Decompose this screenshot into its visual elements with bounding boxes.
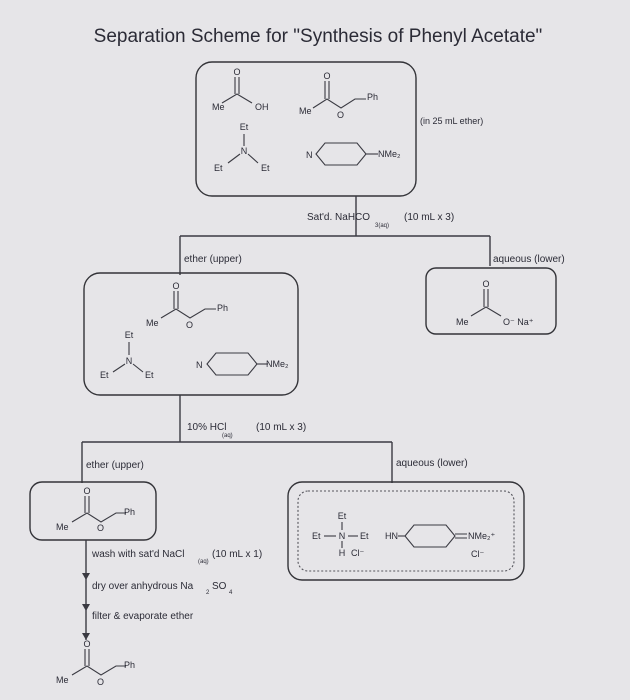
svg-text:Ph: Ph xyxy=(124,660,135,670)
sodium-acetate-structure: O Me O⁻ Na⁺ xyxy=(456,279,534,327)
svg-text:H: H xyxy=(339,548,346,558)
svg-text:O: O xyxy=(172,281,179,291)
step1-upper-label: ether (upper) xyxy=(184,254,242,265)
svg-text:O: O xyxy=(186,320,193,330)
phenyl-acetate-structure-1: O Me O Ph xyxy=(299,71,378,120)
svg-text:NMe₂⁺: NMe₂⁺ xyxy=(468,531,495,541)
svg-text:(10 mL x 3): (10 mL x 3) xyxy=(256,422,306,433)
step2-lower-label: aqueous (lower) xyxy=(396,458,468,469)
svg-text:NMe₂: NMe₂ xyxy=(378,149,401,159)
dmap-hydrochloride-structure: HN NMe₂⁺ Cl⁻ xyxy=(385,524,495,559)
phenyl-acetate-structure-3: O Me O Ph xyxy=(56,486,135,533)
acetic-acid-me: Me xyxy=(212,102,225,112)
svg-text:O: O xyxy=(83,639,90,649)
svg-text:Et: Et xyxy=(214,163,223,173)
svg-text:Cl⁻: Cl⁻ xyxy=(351,548,364,558)
svg-text:SO: SO xyxy=(212,581,227,592)
svg-text:N: N xyxy=(306,150,313,160)
svg-text:O: O xyxy=(233,67,240,77)
svg-text:(aq): (aq) xyxy=(198,559,209,565)
svg-text:N: N xyxy=(241,146,248,156)
svg-text:(aq): (aq) xyxy=(222,433,233,439)
svg-text:Ph: Ph xyxy=(217,303,228,313)
dmap-structure-2: N NMe₂ xyxy=(196,352,289,376)
scheme-title: Separation Scheme for "Synthesis of Phen… xyxy=(94,26,543,47)
svg-text:Et: Et xyxy=(100,370,109,380)
svg-text:N: N xyxy=(126,356,133,366)
workup-step-3: filter & evaporate ether xyxy=(92,611,194,622)
svg-text:Et: Et xyxy=(240,122,249,132)
step2-reagent: 10% HCl (aq) (10 mL x 3) xyxy=(187,422,306,439)
svg-text:O: O xyxy=(482,279,489,289)
acetic-acid-structure: O Me OH xyxy=(212,67,269,112)
svg-text:NMe₂: NMe₂ xyxy=(266,359,289,369)
triethylammonium-chloride-structure: Et Et N Et H Cl⁻ xyxy=(312,511,369,558)
svg-text:4: 4 xyxy=(229,590,233,596)
dmap-structure-1: N NMe₂ xyxy=(306,142,401,166)
svg-text:Me: Me xyxy=(299,106,312,116)
svg-text:O: O xyxy=(323,71,330,81)
svg-text:Ph: Ph xyxy=(367,92,378,102)
svg-text:O: O xyxy=(83,486,90,496)
svg-text:Me: Me xyxy=(456,317,469,327)
triethylamine-structure-1: Et N Et Et xyxy=(214,122,270,173)
acetic-acid-oh: OH xyxy=(255,102,269,112)
aqueous-layer-box-1 xyxy=(425,267,557,335)
step1-lower-label: aqueous (lower) xyxy=(493,254,565,265)
svg-text:Et: Et xyxy=(145,370,154,380)
svg-text:O: O xyxy=(97,523,104,533)
svg-text:3(aq): 3(aq) xyxy=(375,223,389,229)
svg-text:N: N xyxy=(196,360,203,370)
triethylamine-structure-2: Et N Et Et xyxy=(100,330,154,380)
svg-text:O: O xyxy=(337,110,344,120)
step1-reagent: Sat'd. NaHCO 3(aq) (10 mL x 3) xyxy=(307,212,454,229)
ether-layer-box-1 xyxy=(83,272,299,396)
svg-text:dry over anhydrous Na: dry over anhydrous Na xyxy=(92,581,194,592)
svg-text:wash with sat'd NaCl: wash with sat'd NaCl xyxy=(91,549,185,560)
workup-arrow-2 xyxy=(82,604,90,611)
svg-text:(10 mL x 3): (10 mL x 3) xyxy=(404,212,454,223)
aqueous-layer-box-2 xyxy=(287,481,525,581)
svg-text:N: N xyxy=(339,531,346,541)
svg-text:Me: Me xyxy=(146,318,159,328)
workup-step-2: dry over anhydrous Na 2 SO 4 xyxy=(92,581,233,596)
ether-layer-box-2 xyxy=(29,481,157,541)
svg-text:O⁻ Na⁺: O⁻ Na⁺ xyxy=(503,317,534,327)
svg-text:Me: Me xyxy=(56,522,69,532)
svg-text:2: 2 xyxy=(206,590,210,596)
svg-text:O: O xyxy=(97,677,104,687)
svg-text:Et: Et xyxy=(125,330,134,340)
svg-text:Cl⁻: Cl⁻ xyxy=(471,549,484,559)
workup-arrow-1 xyxy=(82,573,90,580)
final-product-structure: O Me O Ph xyxy=(56,639,135,687)
svg-text:Me: Me xyxy=(56,675,69,685)
svg-text:Sat'd. NaHCO: Sat'd. NaHCO xyxy=(307,212,370,223)
svg-text:Ph: Ph xyxy=(124,507,135,517)
svg-text:Et: Et xyxy=(338,511,347,521)
workup-step-1: wash with sat'd NaCl (aq) (10 mL x 1) xyxy=(91,549,262,565)
svg-text:(10 mL x 1): (10 mL x 1) xyxy=(212,549,262,560)
phenyl-acetate-structure-2: O Me O Ph xyxy=(146,281,228,330)
svg-text:Et: Et xyxy=(312,531,321,541)
svg-text:Et: Et xyxy=(360,531,369,541)
solvent-note: (in 25 mL ether) xyxy=(420,116,483,126)
step2-upper-label: ether (upper) xyxy=(86,460,144,471)
workup-arrow-3 xyxy=(82,633,90,640)
svg-text:Et: Et xyxy=(261,163,270,173)
svg-text:10% HCl: 10% HCl xyxy=(187,422,226,433)
svg-text:HN: HN xyxy=(385,531,398,541)
starting-mixture-box xyxy=(195,61,417,197)
svg-text:filter & evaporate ether: filter & evaporate ether xyxy=(92,611,194,622)
